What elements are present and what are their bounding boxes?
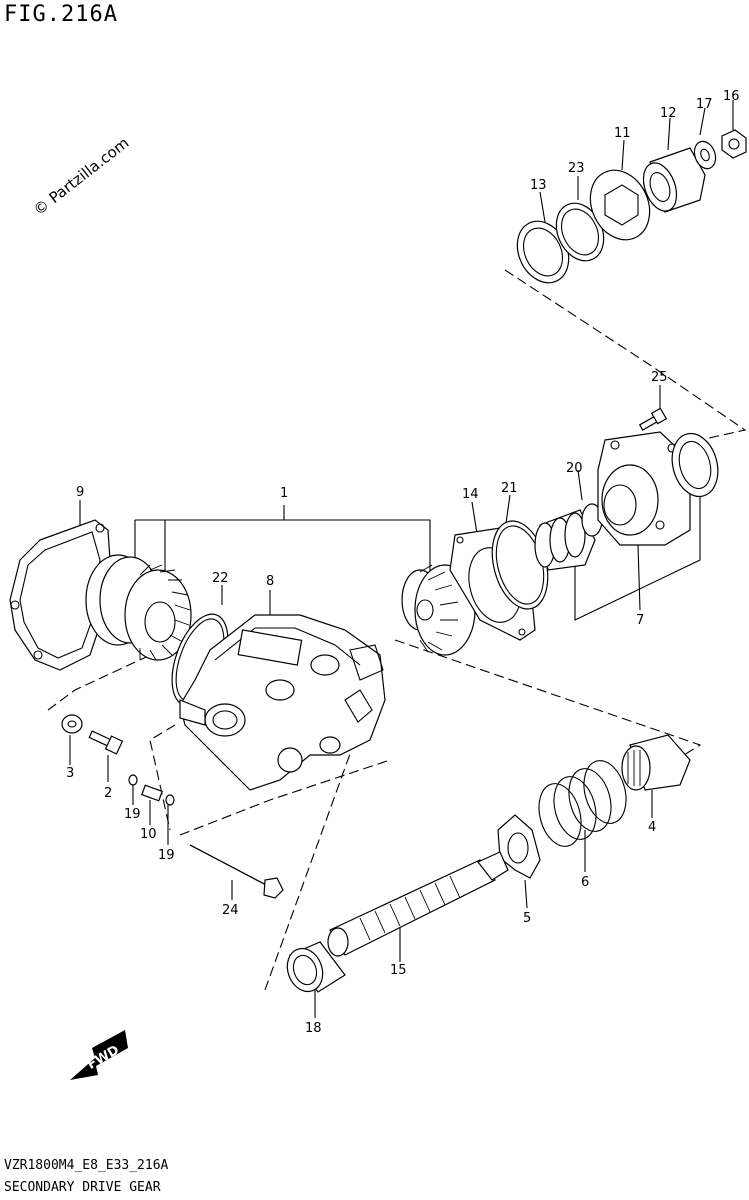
part-7-bearing-housing [534, 431, 719, 571]
callout-22: 22 [212, 571, 229, 586]
callout-24: 24 [222, 903, 239, 918]
part-17-washer [693, 140, 717, 170]
part-4-bearing [621, 734, 691, 791]
part-16-nut [721, 129, 747, 159]
callout-11: 11 [614, 126, 631, 141]
callout-10: 10 [140, 827, 157, 842]
callout-15: 15 [390, 963, 407, 978]
callout-19-lower: 19 [158, 848, 175, 863]
callout-17: 17 [696, 97, 713, 112]
figure-title: FIG.216A [4, 2, 118, 27]
callout-12: 12 [660, 106, 677, 121]
callout-20: 20 [566, 461, 583, 476]
fwd-arrow-icon: FWD [70, 1030, 128, 1080]
part-13-oil-seal [516, 220, 570, 284]
callout-3: 3 [66, 766, 74, 781]
callout-13: 13 [530, 178, 547, 193]
callout-21: 21 [501, 481, 518, 496]
callout-7: 7 [636, 613, 644, 628]
callout-6: 6 [581, 875, 589, 890]
callout-18: 18 [305, 1021, 322, 1036]
part-6-spring [538, 760, 627, 847]
callout-9: 9 [76, 485, 84, 500]
part-10-dowel-pin [141, 784, 163, 802]
part-8-gear-case [179, 614, 386, 791]
part-19-ring-lower [165, 794, 175, 806]
part-18-needle-bearing [286, 941, 346, 993]
callout-labels: 1 2 3 4 5 6 7 8 9 10 11 12 13 14 15 16 1… [66, 89, 740, 1036]
leader-lines [69, 100, 734, 1018]
part-25-bolt [638, 407, 668, 431]
figure-code: VZR1800M4_E8_E33_216A [4, 1158, 169, 1173]
callout-2: 2 [104, 786, 112, 801]
callout-4: 4 [648, 820, 656, 835]
part-15-shaft [327, 851, 509, 957]
callout-1: 1 [280, 486, 288, 501]
callout-16: 16 [723, 89, 740, 104]
callout-19-upper: 19 [124, 807, 141, 822]
callout-14: 14 [462, 487, 479, 502]
part-23-o-ring [555, 202, 605, 262]
part-24-long-bolt [189, 844, 284, 899]
part-12-coupling [642, 147, 706, 213]
left-bevel-gear [85, 554, 192, 661]
part-19-ring-upper [128, 774, 138, 786]
part-11-nut [589, 169, 651, 241]
part-3-washer [61, 714, 83, 734]
figure-name: SECONDARY DRIVE GEAR [4, 1180, 161, 1195]
callout-5: 5 [523, 911, 531, 926]
part-9-gasket [9, 519, 111, 671]
callout-8: 8 [266, 574, 274, 589]
part-2-bolt [88, 730, 124, 755]
callout-23: 23 [568, 161, 585, 176]
callout-25: 25 [651, 370, 668, 385]
